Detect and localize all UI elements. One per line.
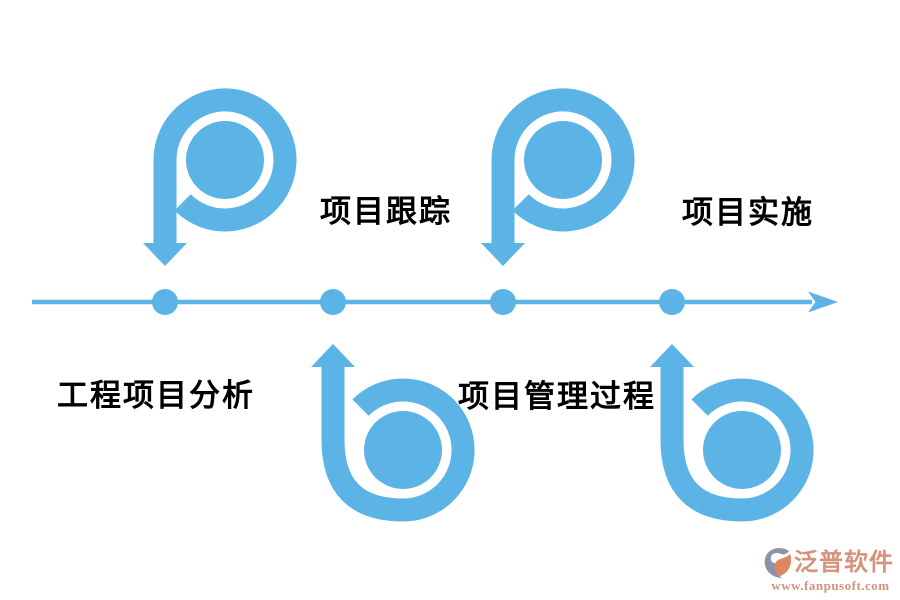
- fanpu-swoosh-logo-icon: [764, 547, 791, 578]
- b-spiral-up-arrow-icon-1: [311, 344, 475, 522]
- milestone-dot-1: [152, 289, 178, 315]
- p-spiral-down-arrow-icon-2: [481, 88, 635, 266]
- milestone-dot-4: [659, 289, 685, 315]
- milestone-label-tracking: 项目跟踪: [320, 194, 452, 229]
- watermark-row: 泛普软件: [763, 547, 898, 579]
- p-spiral-down-arrow-icon-1: [143, 88, 297, 266]
- watermark-brand: 泛普软件: [794, 548, 894, 576]
- watermark: 泛普软件 www.fanpusoft.com: [763, 547, 898, 594]
- right-arrowhead-icon: [808, 291, 838, 313]
- milestone-label-implementation: 项目实施: [682, 195, 814, 230]
- b-spiral-up-arrow-icon-2: [650, 344, 814, 522]
- milestone-dot-3: [490, 289, 516, 315]
- milestone-label-analysis: 工程项目分析: [57, 378, 255, 413]
- watermark-url: www.fanpusoft.com: [771, 578, 890, 593]
- milestone-label-management: 项目管理过程: [458, 379, 656, 414]
- milestone-dot-2: [320, 289, 346, 315]
